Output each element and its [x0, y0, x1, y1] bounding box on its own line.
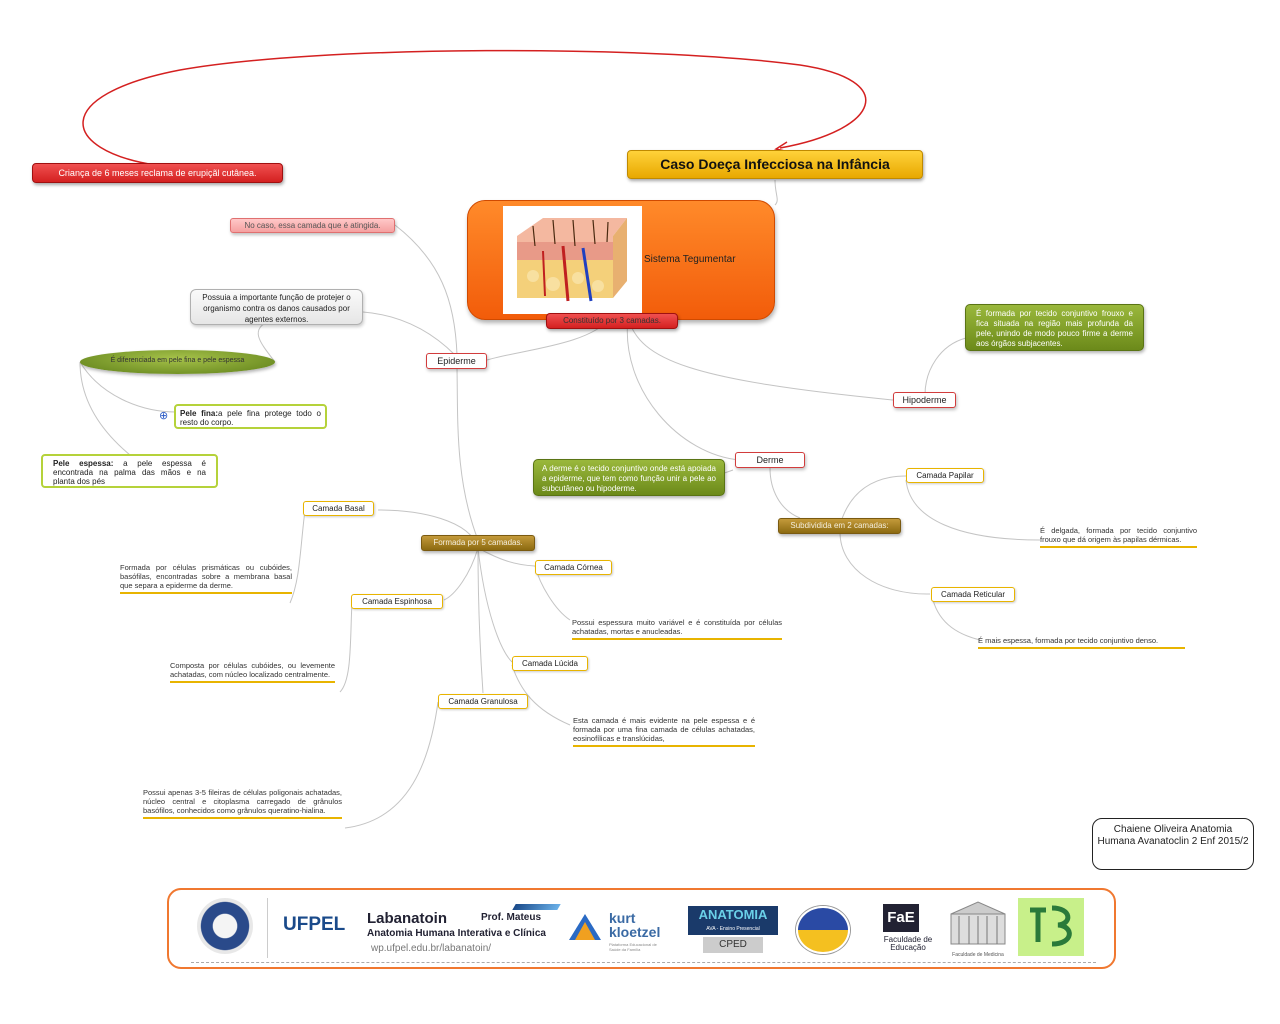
labanatoin-subtitle: Anatomia Humana Interativa e Clínica: [367, 928, 546, 939]
expand-icon[interactable]: ⊕: [159, 410, 169, 422]
medicina-label: Faculdade de Medicina: [952, 952, 1004, 958]
kurt-logo-2: kloetzel: [609, 924, 661, 940]
skin-illustration: [503, 206, 642, 314]
map-title[interactable]: Caso Doeça Infecciosa na Infância: [627, 150, 923, 179]
layer-granulosa-desc: Possui apenas 3-5 fileiras de células po…: [143, 788, 342, 819]
thin-skin-text: a pele fina protege todo o resto do corp…: [180, 409, 321, 427]
fae-subtitle: Faculdade de Educação: [883, 935, 933, 952]
kurt-kloetzel-icon: [567, 912, 603, 942]
layer-papilar[interactable]: Camada Papilar: [906, 468, 984, 483]
layer-reticular[interactable]: Camada Reticular: [931, 587, 1015, 602]
layer-cornea[interactable]: Camada Córnea: [535, 560, 612, 575]
thick-skin-title: Pele espessa:: [53, 459, 114, 468]
university-seal-icon: [197, 898, 253, 954]
hipoderme-note[interactable]: É formada por tecido conjuntivo frouxo e…: [965, 304, 1144, 351]
labanatoin-prof: Prof. Mateus: [481, 912, 542, 923]
kurt-logo-1: kurt: [609, 910, 636, 926]
footer-separator: [267, 898, 268, 958]
layer-espinhosa[interactable]: Camada Espinhosa: [351, 594, 443, 609]
anatomia-ava: AVA - Ensino Presencial: [688, 924, 778, 935]
anatomia-cped: CPED: [703, 937, 763, 953]
central-label: Sistema Tegumentar: [644, 254, 736, 265]
layer-cornea-desc: Possui espessura muito variável e é cons…: [572, 618, 782, 640]
labanatoin-url: wp.ufpel.edu.br/labanatoin/: [371, 943, 492, 954]
anatomia-title: ANATOMIA: [688, 906, 778, 924]
hipoderme-topic[interactable]: Hipoderme: [893, 392, 956, 408]
thick-skin-note[interactable]: Pele espessa: a pele espessa é encontrad…: [41, 454, 218, 488]
author-box[interactable]: Chaiene Oliveira Anatomia Humana Avanato…: [1092, 818, 1254, 870]
derme-subdivided[interactable]: Subdividida em 2 camadas:: [778, 518, 901, 534]
layers-label[interactable]: Constituído por 3 camadas.: [546, 313, 678, 329]
layer-lucida-desc: Esta camada é mais evidente na pele espe…: [573, 716, 755, 747]
thick-skin-text: a pele espessa é encontrada na palma das…: [53, 459, 206, 486]
epiderme-topic[interactable]: Epiderme: [426, 353, 487, 369]
layer-lucida[interactable]: Camada Lúcida: [512, 656, 588, 671]
emblem-icon: [796, 906, 850, 954]
layer-espinhosa-desc: Composta por células cubóides, ou leveme…: [170, 661, 335, 683]
footer-inner-border: [191, 896, 1096, 963]
layer-basal-desc: Formada por células prismáticas ou cubói…: [120, 563, 292, 594]
kurt-subtitle: Plataforma Educacional de Saúde da Famíl…: [609, 942, 657, 952]
footer-logos: UFPEL Labanatoin Prof. Mateus Anatomia H…: [167, 888, 1116, 969]
epiderme-differentiated[interactable]: É diferenciada em pele fina e pele espes…: [80, 350, 275, 374]
derme-topic[interactable]: Derme: [735, 452, 805, 468]
medicina-building-icon: [947, 898, 1009, 952]
layer-reticular-desc: É mais espessa, formada por tecido conju…: [978, 636, 1185, 649]
fae-logo: FaE Faculdade de Educação: [873, 904, 943, 954]
case-note[interactable]: Criança de 6 meses reclama de erupiçãl c…: [32, 163, 283, 183]
epiderme-function-note[interactable]: Possuia a importante função de protejer …: [190, 289, 363, 325]
five-layers-node[interactable]: Formada por 5 camadas.: [421, 535, 535, 551]
green-logo-icon: [1018, 898, 1084, 956]
labanatoin-swoosh: [512, 904, 561, 910]
fae-title: FaE: [883, 904, 919, 932]
layer-papilar-desc: É delgada, formada por tecido conjuntivo…: [1040, 526, 1197, 548]
anatomia-logo: ANATOMIA AVA - Ensino Presencial CPED: [688, 906, 778, 954]
thin-skin-note[interactable]: Pele fina:a pele fina protege todo o res…: [174, 404, 327, 429]
derme-note[interactable]: A derme é o tecido conjuntivo onde está …: [533, 459, 725, 496]
epiderme-case-note[interactable]: No caso, essa camada que é atingida.: [230, 218, 395, 233]
central-topic[interactable]: Sistema Tegumentar: [467, 200, 775, 320]
layer-basal[interactable]: Camada Basal: [303, 501, 374, 516]
ufpel-logo: UFPEL: [283, 914, 346, 935]
labanatoin-title: Labanatoin: [367, 910, 448, 927]
layer-granulosa[interactable]: Camada Granulosa: [438, 694, 528, 709]
thin-skin-title: Pele fina:: [180, 409, 219, 418]
